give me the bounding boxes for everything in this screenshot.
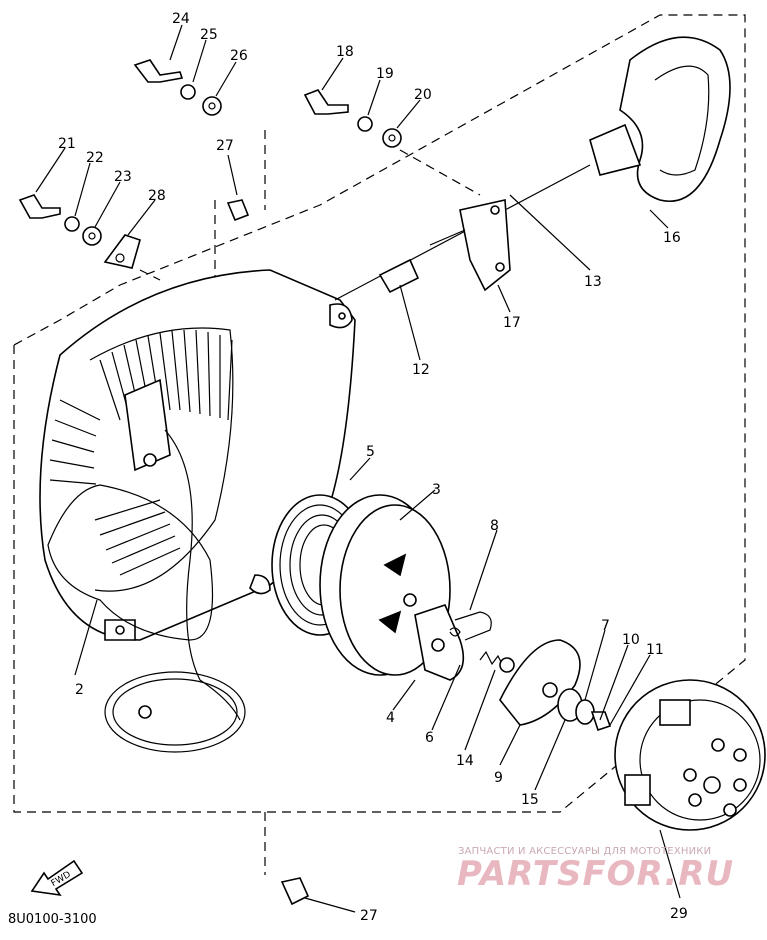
return-spring: [479, 650, 515, 673]
forward-direction-arrow-icon: FWD: [30, 859, 84, 897]
callout-28: 28: [148, 188, 166, 204]
callout-29: 29: [670, 906, 688, 922]
callout-19: 19: [376, 66, 394, 82]
document-code: 8U0100-3100: [8, 912, 97, 927]
callout-16: 16: [663, 230, 681, 246]
callout-12: 12: [412, 362, 430, 378]
callout-21: 21: [58, 136, 76, 152]
starter-rope: [334, 164, 591, 301]
assembly-boundary-lines: [13, 14, 746, 875]
callout-4: 4: [386, 710, 395, 726]
starter-cup: [614, 679, 766, 831]
rope-guide-bracket: [429, 199, 511, 292]
watermark-brand: PARTSFOR.RU: [457, 854, 735, 894]
callout-22: 22: [86, 150, 104, 166]
callout-14: 14: [456, 753, 474, 769]
callout-15: 15: [521, 792, 539, 808]
drive-plate: [499, 639, 581, 726]
callout-8: 8: [490, 518, 499, 534]
callout-25: 25: [200, 27, 218, 43]
callout-20: 20: [414, 87, 432, 103]
callout-24: 24: [172, 11, 190, 27]
callout-13: 13: [584, 274, 602, 290]
housing-gasket: [47, 484, 214, 641]
pawl-and-spring: [414, 604, 492, 681]
callout-6: 6: [425, 730, 434, 746]
starter-handle: [589, 36, 731, 202]
callout-9: 9: [494, 770, 503, 786]
fasteners-upper: [18, 59, 402, 906]
housing-fins: [49, 329, 233, 576]
stop-switch-cord: [104, 429, 246, 753]
callout-11: 11: [646, 642, 664, 658]
watermark-tagline: ЗАПЧАСТИ И АКСЕССУАРЫ ДЛЯ МОТОТЕХНИКИ: [458, 846, 712, 857]
callout-26: 26: [230, 48, 248, 64]
callout-23: 23: [114, 169, 132, 185]
callout-10: 10: [622, 632, 640, 648]
washer-and-bolt: [557, 688, 612, 732]
callout-27-lower: 27: [360, 908, 378, 924]
callout-labels: 2 3 4 5 6 7 8 9 10 11 12 13 14 15 16 17 …: [58, 11, 688, 924]
callout-18: 18: [336, 44, 354, 60]
callout-2: 2: [75, 682, 84, 698]
callout-17: 17: [503, 315, 521, 331]
callout-7: 7: [601, 618, 610, 634]
leader-lines: [35, 24, 681, 913]
callout-5: 5: [366, 444, 375, 460]
callout-27-upper: 27: [216, 138, 234, 154]
callout-3: 3: [432, 482, 441, 498]
